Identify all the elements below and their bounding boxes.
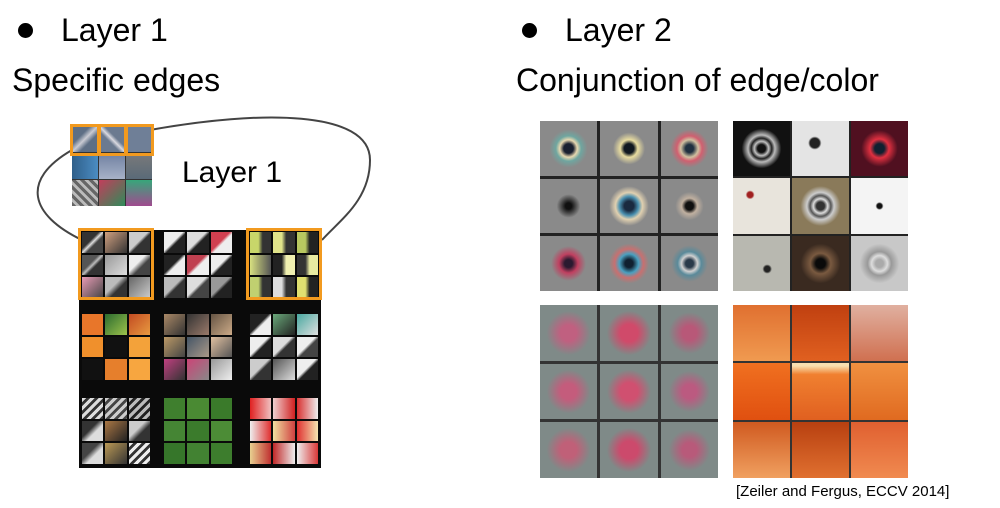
callout-loop-line — [36, 116, 372, 241]
bullet-icon — [18, 22, 33, 38]
left-bullet-item: Layer 1 — [18, 14, 168, 46]
patch-group — [82, 314, 150, 380]
inset-highlight-box — [70, 124, 100, 156]
inset-layer-label: Layer 1 — [182, 156, 283, 189]
layer2-patches-circles — [733, 121, 908, 291]
layer2-deconv-blobs — [540, 305, 718, 478]
layer2-patches-orange — [733, 305, 908, 478]
left-bullet-label: Layer 1 — [61, 12, 168, 48]
citation-text: [Zeiler and Fergus, ECCV 2014] — [736, 483, 950, 500]
left-subtitle: Specific edges — [12, 62, 221, 98]
patch-group — [250, 232, 318, 298]
inset-highlight-box — [124, 124, 154, 156]
layer2-deconv-circles — [540, 121, 718, 291]
patch-group — [82, 232, 150, 298]
matrix-highlight-box — [78, 228, 154, 300]
right-subtitle: Conjunction of edge/color — [516, 62, 879, 98]
bullet-icon — [522, 22, 537, 38]
patch-group — [164, 314, 232, 380]
patch-group — [164, 232, 232, 298]
layer1-filter-inset — [72, 126, 152, 206]
patch-group — [250, 314, 318, 380]
patch-group — [164, 398, 232, 464]
patch-group — [250, 398, 318, 464]
right-bullet-label: Layer 2 — [565, 12, 672, 48]
matrix-highlight-box — [246, 228, 322, 300]
patch-group — [82, 398, 150, 464]
right-bullet-item: Layer 2 — [522, 14, 672, 46]
